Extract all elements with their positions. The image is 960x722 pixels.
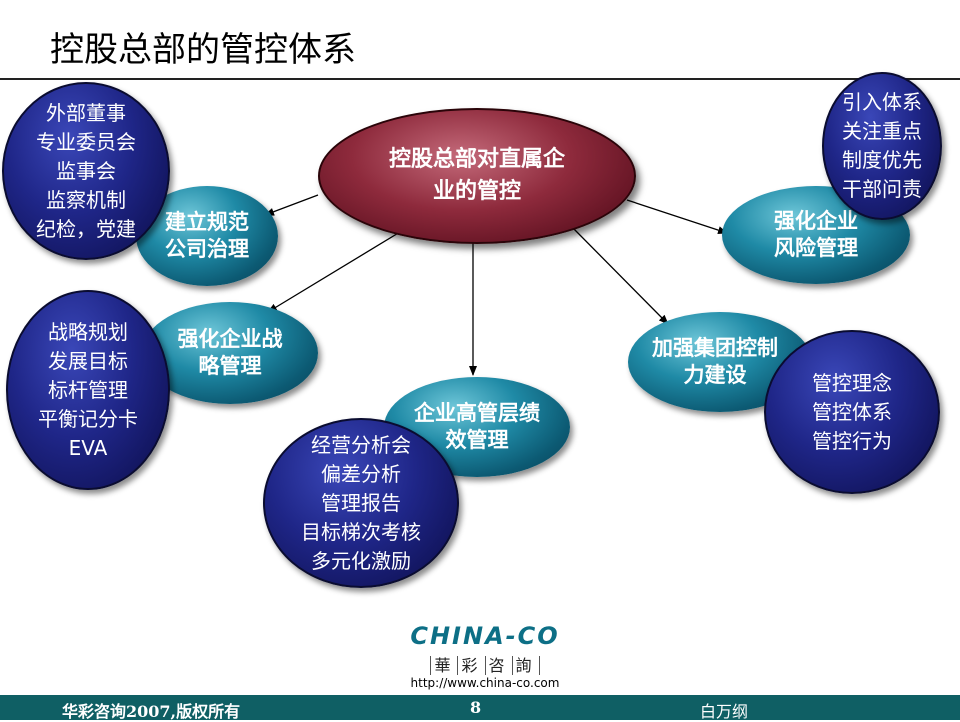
brand-logo: CHINA-CO 華彩咨詢 http://www.china-co.com (400, 622, 570, 690)
footer-copyright: 华彩咨询2007,版权所有 (62, 702, 241, 721)
node-board: 外部董事 专业委员会 监事会 监察机制 纪检，党建 (2, 82, 170, 260)
node-strategy: 强化企业战 略管理 (142, 302, 318, 404)
page-title: 控股总部的管控体系 (50, 30, 356, 70)
arrow-to-strategy (267, 231, 401, 313)
node-analysis: 经营分析会 偏差分析 管理报告 目标梯次考核 多元化激励 (263, 418, 459, 588)
node-planning: 战略规划 发展目标 标杆管理 平衡记分卡 EVA (6, 290, 170, 490)
footer-author: 白万纲 (700, 702, 749, 721)
arrow-to-governance (264, 194, 319, 216)
logo-brand: CHINA-CO (410, 622, 560, 650)
arrow-to-control (569, 224, 669, 325)
logo-chars: 華彩咨詢 (400, 652, 570, 676)
arrow-to-risk (626, 199, 728, 234)
node-system: 引入体系 关注重点 制度优先 干部问责 (822, 72, 942, 220)
node-concept: 管控理念 管控体系 管控行为 (764, 330, 940, 494)
footer-page-number: 8 (470, 698, 482, 717)
footer-bar: 华彩咨询2007,版权所有 8 白万纲 (0, 695, 960, 721)
title-divider (0, 78, 960, 80)
node-central: 控股总部对直属企 业的管控 (318, 108, 636, 244)
logo-url: http://www.china-co.com (410, 676, 560, 690)
